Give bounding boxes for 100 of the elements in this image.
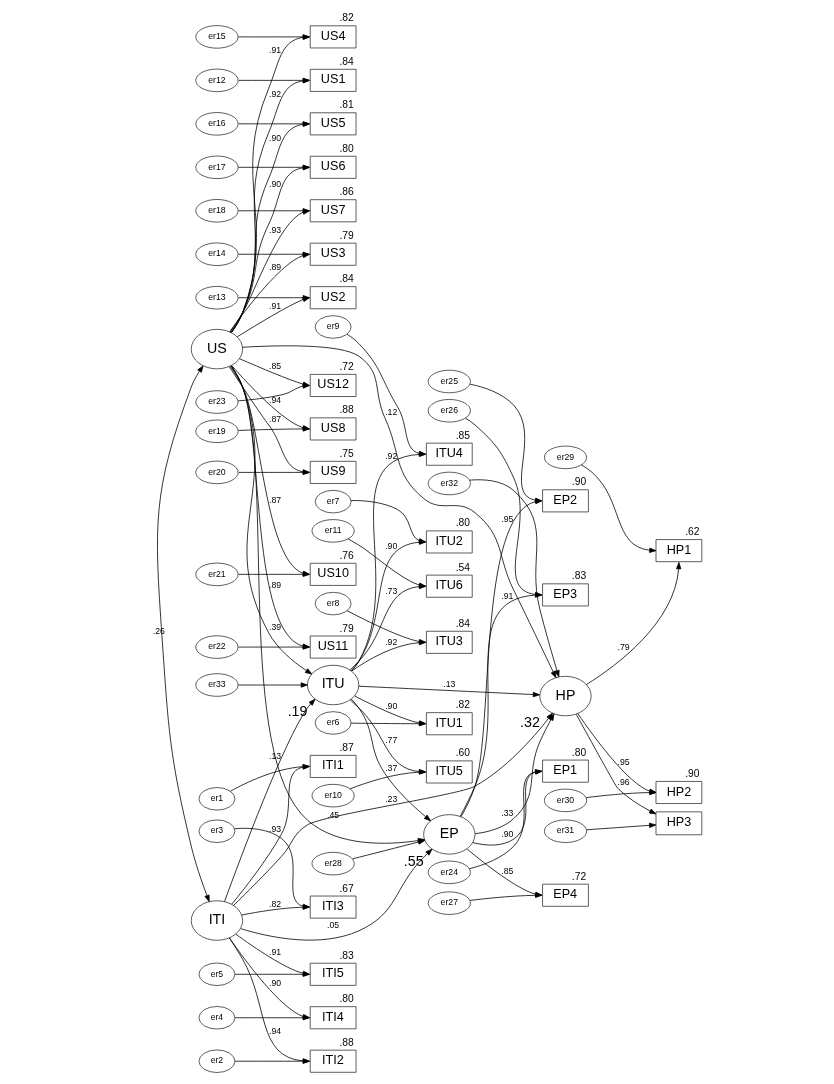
node-box: US9 [309,460,356,484]
arrow [349,769,426,790]
node-label: .80 [571,746,586,758]
edge-label: .13 [442,679,455,690]
node-box: US2 [309,286,356,310]
node-ellipse: er28 [311,851,355,876]
node-label: .62 [684,526,700,538]
node-label: .83 [338,949,354,961]
arrow [223,698,315,902]
node-label: .82 [455,699,470,711]
arrow [234,1058,310,1064]
node-ellipse: er13 [194,286,238,310]
edge-label: .90 [268,178,281,189]
node-label: .19 [287,703,307,720]
edge-label: .82 [268,898,281,909]
node-box: HP3 [655,811,702,836]
node-ellipse: er14 [194,242,238,266]
arrow [156,365,210,902]
node-ellipse: er12 [194,68,238,93]
arrow [239,848,432,941]
edge-label: .95 [617,756,630,767]
node-ellipse: er21 [194,562,238,587]
arrow [350,698,431,822]
node-ellipse: er22 [194,635,238,659]
node-ellipse: er31 [543,819,587,843]
node-ellipse: er19 [194,419,238,443]
arrow [580,464,656,553]
node-ellipse: er2 [198,1049,235,1073]
node-box: ITU1 [425,712,473,736]
node-ellipse: er32 [427,471,471,496]
edge-label: .37 [384,763,397,773]
node-ellipse: er11 [311,519,355,543]
edge-label: .90 [268,133,281,144]
node-box: US3 [309,242,356,266]
node-box: ITU5 [425,760,473,784]
node-box: ITI5 [309,962,356,986]
arrow [357,685,540,698]
node-box: ITU6 [425,574,473,598]
edge-label: .90 [384,701,397,712]
node-label: .90 [684,768,700,779]
node-ellipse: er25 [427,369,471,394]
node-label: .86 [338,186,354,198]
node-label: .82 [338,12,354,24]
node-ellipse: er33 [194,673,238,697]
node-ellipse: US [190,328,243,370]
node-ellipse: er1 [198,787,235,811]
node-ellipse: er10 [311,783,355,808]
edge-label: .12 [384,407,397,418]
edge-label: .96 [617,777,630,788]
arrow [468,769,542,870]
edge-label: .87 [268,414,281,425]
edge-label: .73 [384,585,397,596]
node-ellipse: er6 [314,711,351,735]
edge-label: .93 [268,224,281,235]
node-box: US7 [309,199,356,223]
node-box: US5 [309,112,356,136]
node-ellipse: er8 [314,591,351,616]
edge-label: .91 [268,44,281,55]
node-label: .80 [338,142,354,154]
node-box: ITI2 [309,1049,356,1073]
edge-label: .92 [384,450,397,461]
node-box: US4 [309,25,356,49]
arrow [237,469,310,475]
node-label: .84 [338,273,354,285]
node-ellipse: er17 [194,155,238,179]
node-ellipse: er4 [198,1006,235,1030]
node-box: EP1 [541,759,589,783]
node-box: ITU4 [425,442,473,466]
node-label: .81 [338,99,354,111]
node-box: EP3 [541,583,589,607]
node-box: US10 [309,562,356,586]
node-box: HP1 [655,539,702,563]
node-box: US1 [309,68,356,92]
arrow [241,345,556,679]
edge-label: .23 [384,793,397,804]
node-label: .88 [338,404,354,416]
node-label: .84 [338,55,354,67]
node-ellipse: er26 [427,399,471,423]
node-ellipse: er15 [194,25,238,49]
node-box: EP4 [541,883,589,907]
arrow [468,479,560,678]
node-ellipse: ITI [190,900,243,941]
edge-label: .93 [268,823,281,834]
node-box: US8 [309,417,356,441]
edge-label: .45 [326,809,339,820]
node-ellipse: er23 [194,390,238,414]
edge-label: .13 [268,751,281,762]
node-label: .87 [338,741,354,753]
node-box: US11 [309,635,356,659]
node-ellipse: er27 [427,891,471,915]
node-box: ITI1 [309,754,356,778]
node-label: .90 [571,476,586,488]
edge-label: .95 [500,514,513,525]
edge-label: .91 [500,590,513,601]
arrow [229,764,310,792]
node-label: .83 [571,570,586,582]
edge-label: .90 [500,828,513,839]
edge-label: .05 [326,920,339,931]
node-box: ITI4 [309,1006,356,1030]
node-box: US6 [309,155,356,179]
